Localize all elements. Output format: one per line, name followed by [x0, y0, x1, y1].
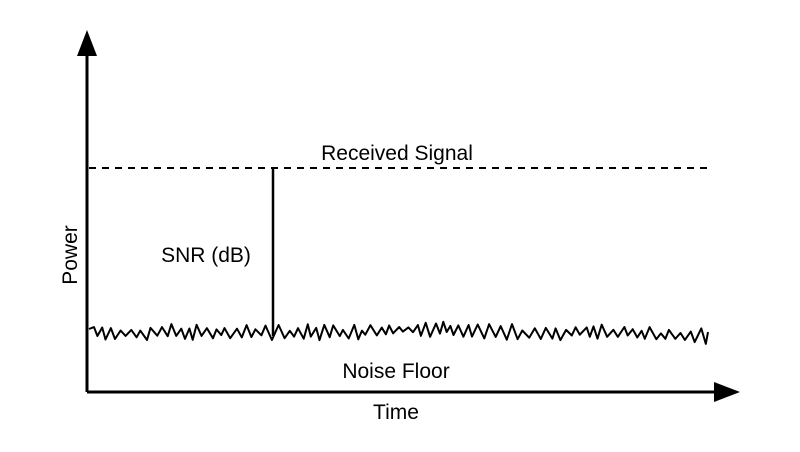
- snr-label: SNR (dB): [161, 244, 251, 267]
- noise-floor-trace: [88, 320, 709, 345]
- x-axis-label: Time: [373, 401, 419, 424]
- y-axis-label: Power: [59, 225, 82, 285]
- noise-floor-label: Noise Floor: [342, 360, 449, 383]
- received-signal-label: Received Signal: [321, 142, 473, 165]
- x-axis-arrow: [714, 382, 740, 402]
- y-axis-arrow: [77, 30, 97, 56]
